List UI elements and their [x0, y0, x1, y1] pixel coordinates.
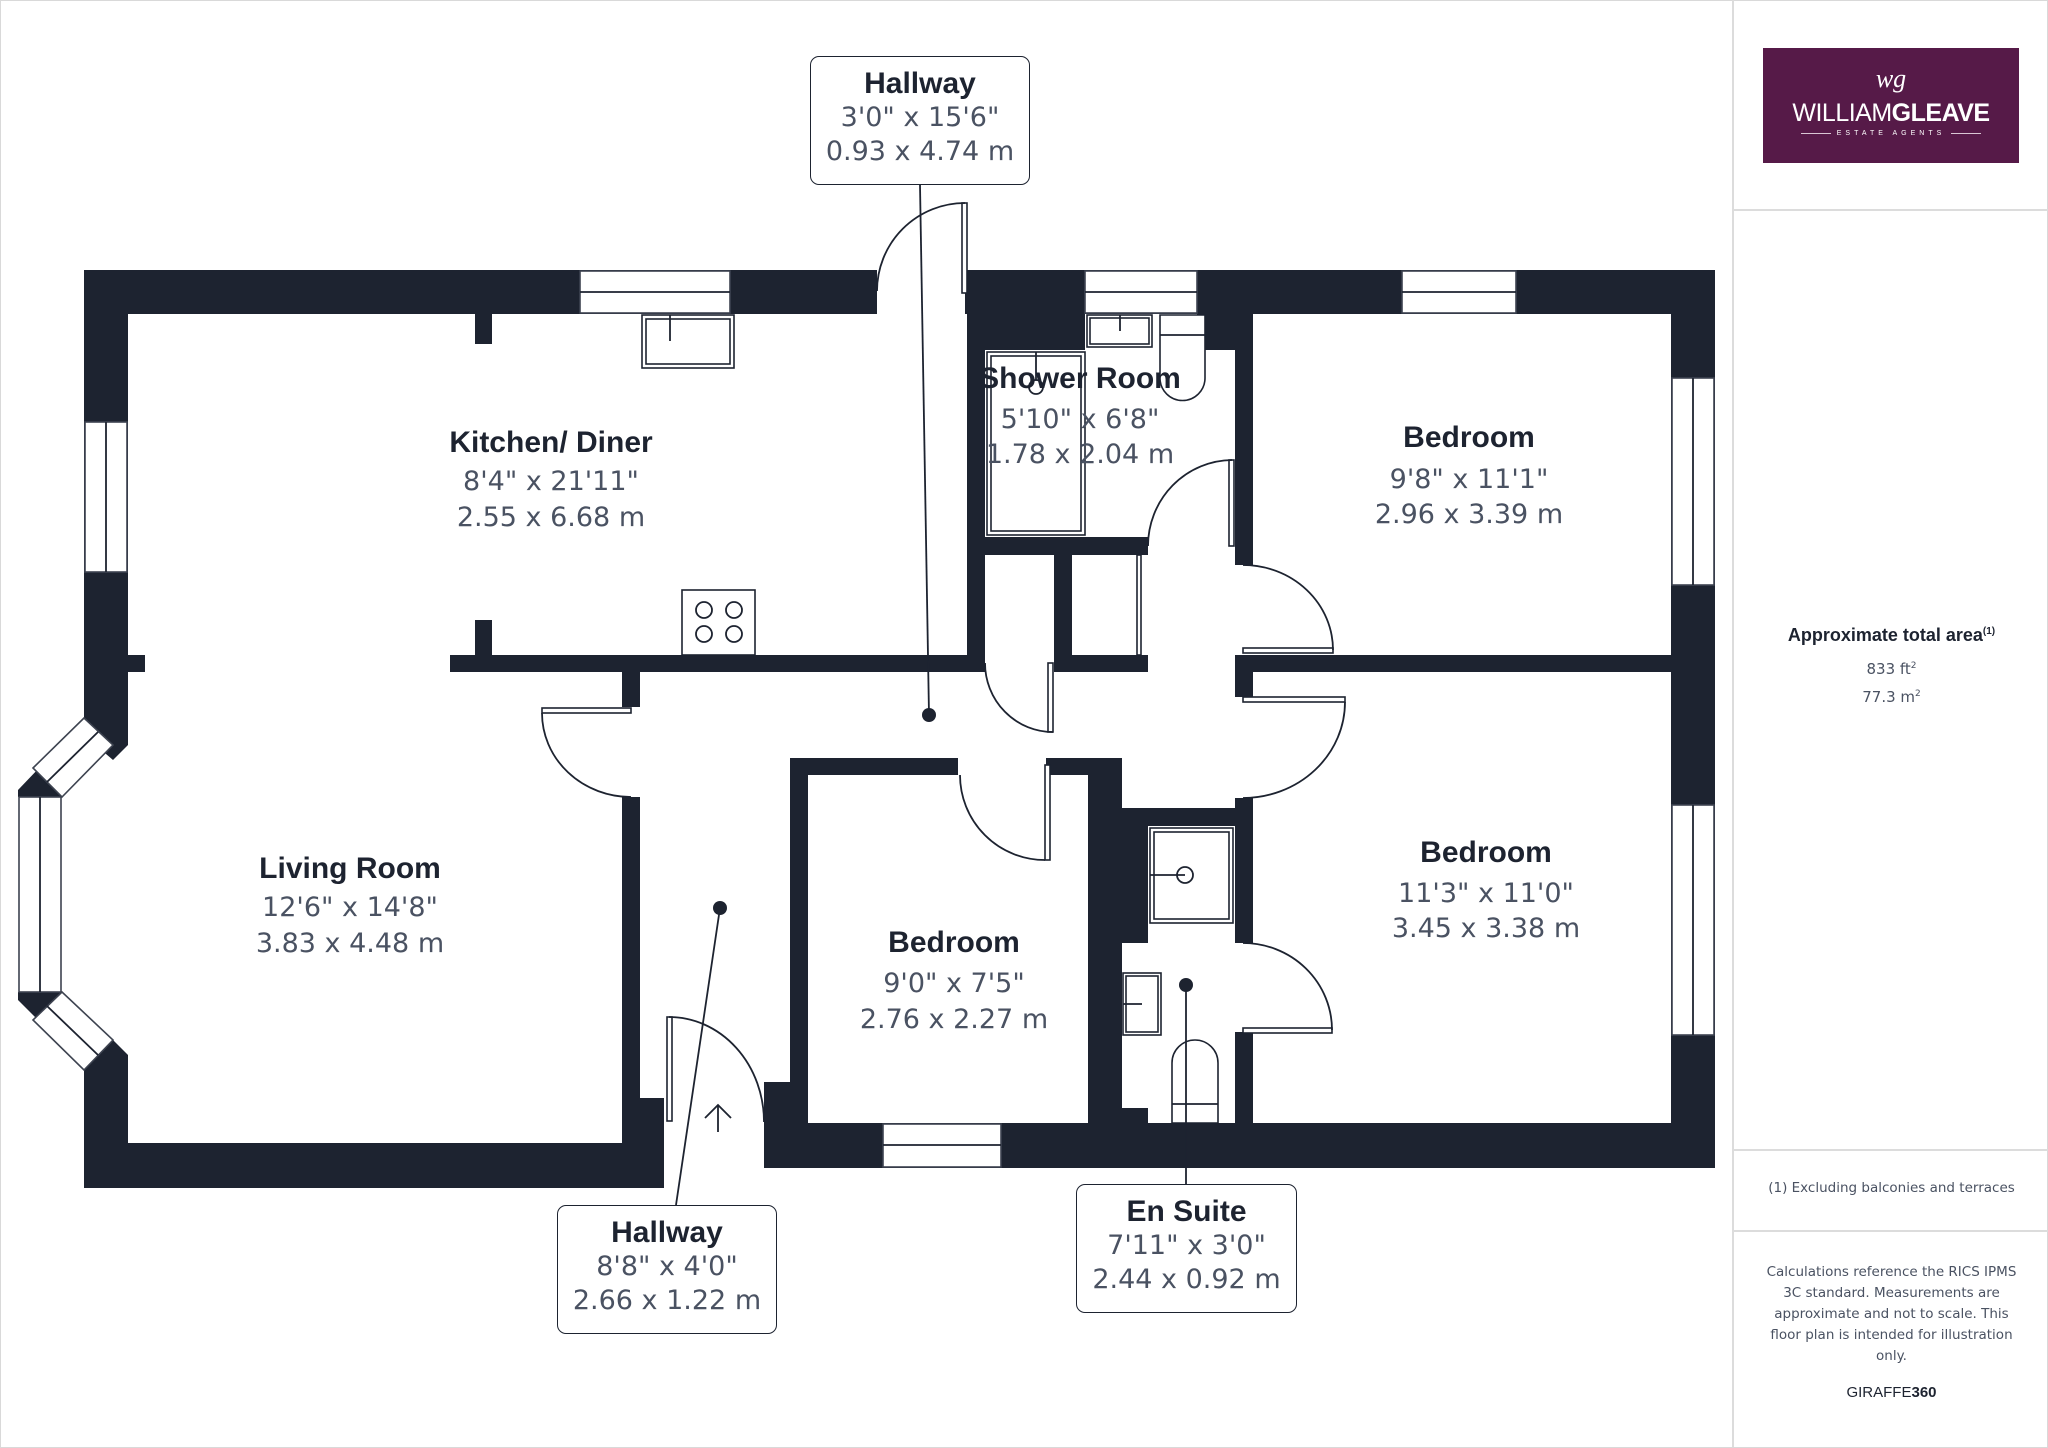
- disclaimer: Calculations reference the RICS IPMS 3C …: [1766, 1264, 2017, 1364]
- area-title: Approximate total area(1): [1787, 625, 1996, 645]
- callout-name: Hallway: [864, 67, 976, 100]
- area-section: [1734, 211, 2048, 1151]
- brand-logo: wg WILLIAMGLEAVE ESTATE AGENTS: [1763, 48, 2019, 163]
- provider-logo: GIRAFFE360: [1846, 1384, 1937, 1401]
- svg-text:Bedroom: Bedroom: [888, 926, 1020, 959]
- svg-text:3.83 x 4.48 m: 3.83 x 4.48 m: [256, 928, 444, 959]
- callout-hallway-bottom: Hallway 8'8" x 4'0" 2.66 x 1.22 m: [557, 1205, 777, 1334]
- walls: [18, 270, 1715, 1188]
- monogram-icon: wg: [1875, 64, 1907, 93]
- area-m: 77.3 m2: [1862, 688, 1921, 706]
- room-label-kitchen: Kitchen/ Diner 8'4" x 21'11" 2.55 x 6.68…: [449, 426, 653, 533]
- footnote-section: [1734, 1151, 2048, 1232]
- svg-text:Bedroom: Bedroom: [1420, 836, 1552, 869]
- window-icon: [31, 990, 115, 1072]
- doors: [541, 202, 1346, 1123]
- svg-text:Living Room: Living Room: [259, 852, 441, 885]
- toilet-icon: [1159, 314, 1206, 402]
- svg-text:12'6" x 14'8": 12'6" x 14'8": [262, 892, 438, 923]
- callout-imperial: 7'11" x 3'0": [1107, 1230, 1266, 1261]
- window-icon: [579, 270, 731, 314]
- fixtures: [641, 314, 1234, 1124]
- callout-metric: 2.44 x 0.92 m: [1092, 1264, 1281, 1295]
- room-label-bedroom-2: Bedroom 11'3" x 11'0" 3.45 x 3.38 m: [1392, 836, 1580, 944]
- svg-text:2.96 x 3.39 m: 2.96 x 3.39 m: [1375, 499, 1563, 530]
- sink-icon: [1086, 314, 1153, 348]
- svg-text:11'3" x 11'0": 11'3" x 11'0": [1398, 878, 1574, 909]
- callout-pins: [675, 184, 1193, 1206]
- callout-name: En Suite: [1126, 1195, 1247, 1228]
- dot-pin-icon: [922, 708, 936, 722]
- windows: [18, 270, 1715, 1168]
- svg-text:1.78 x 2.04 m: 1.78 x 2.04 m: [986, 439, 1174, 470]
- dot-pin-icon: [713, 901, 727, 915]
- callout-en-suite: En Suite 7'11" x 3'0" 2.44 x 0.92 m: [1076, 1184, 1297, 1313]
- svg-text:9'0" x 7'5": 9'0" x 7'5": [883, 968, 1025, 999]
- svg-text:Kitchen/ Diner: Kitchen/ Diner: [449, 426, 653, 459]
- svg-text:2.55 x 6.68 m: 2.55 x 6.68 m: [457, 502, 645, 533]
- logo-section: wg WILLIAMGLEAVE ESTATE AGENTS: [1734, 0, 2048, 211]
- door-swing-icon: [1242, 564, 1334, 654]
- dot-pin-icon: [1179, 978, 1193, 992]
- brand-tagline: ESTATE AGENTS: [1763, 130, 2019, 137]
- window-icon: [18, 796, 62, 993]
- svg-text:8'4" x 21'11": 8'4" x 21'11": [463, 466, 639, 497]
- brand-name: WILLIAMGLEAVE: [1792, 99, 1990, 127]
- window-icon: [882, 1123, 1002, 1168]
- door-swing-icon: [984, 662, 1054, 733]
- door-swing-icon: [1242, 696, 1346, 799]
- sidebar: wg WILLIAMGLEAVE ESTATE AGENTS Approxima…: [1732, 0, 2048, 1447]
- svg-text:Bedroom: Bedroom: [1403, 421, 1535, 454]
- window-icon: [1671, 804, 1715, 1036]
- door-swing-icon: [666, 1016, 765, 1123]
- room-label-bedroom-1: Bedroom 9'8" x 11'1" 2.96 x 3.39 m: [1375, 421, 1563, 530]
- door-swing-icon: [541, 707, 632, 798]
- room-label-living-room: Living Room 12'6" x 14'8" 3.83 x 4.48 m: [256, 852, 444, 959]
- callout-metric: 2.66 x 1.22 m: [572, 1285, 762, 1316]
- window-icon: [31, 716, 115, 799]
- sink-icon: [641, 314, 735, 369]
- shower-tray-icon: [986, 351, 1086, 536]
- svg-text:5'10" x 6'8": 5'10" x 6'8": [1001, 404, 1160, 435]
- shower-tray-icon: [1149, 827, 1234, 924]
- room-label-shower-room: Shower Room 5'10" x 6'8" 1.78 x 2.04 m: [979, 362, 1181, 470]
- window-icon: [1401, 270, 1517, 314]
- svg-text:2.76 x 2.27 m: 2.76 x 2.27 m: [860, 1004, 1048, 1035]
- window-icon: [1671, 377, 1715, 586]
- sink-icon: [1122, 972, 1162, 1036]
- area-ft: 833 ft2: [1866, 660, 1917, 678]
- room-label-bedroom-3: Bedroom 9'0" x 7'5" 2.76 x 2.27 m: [860, 926, 1048, 1035]
- callout-metric: 0.93 x 4.74 m: [825, 136, 1015, 167]
- callout-imperial: 8'8" x 4'0": [596, 1251, 738, 1282]
- callout-name: Hallway: [611, 1216, 723, 1249]
- arrow-up-icon: [704, 1103, 732, 1132]
- footnote: (1) Excluding balconies and terraces: [1768, 1180, 2015, 1196]
- callout-imperial: 3'0" x 15'6": [840, 102, 1000, 133]
- toilet-icon: [1171, 1039, 1219, 1124]
- svg-text:Shower Room: Shower Room: [979, 362, 1181, 395]
- svg-text:9'8" x 11'1": 9'8" x 11'1": [1390, 464, 1549, 495]
- window-icon: [84, 421, 128, 573]
- door-swing-icon: [1242, 942, 1333, 1034]
- four-ring-hob-icon: [681, 589, 756, 656]
- window-icon: [1084, 270, 1198, 314]
- svg-text:3.45 x 3.38 m: 3.45 x 3.38 m: [1392, 913, 1580, 944]
- callout-hallway-top: Hallway 3'0" x 15'6" 0.93 x 4.74 m: [810, 56, 1030, 185]
- door-swing-icon: [1147, 459, 1235, 547]
- door-swing-icon: [876, 202, 968, 294]
- door-swing-icon: [959, 764, 1051, 861]
